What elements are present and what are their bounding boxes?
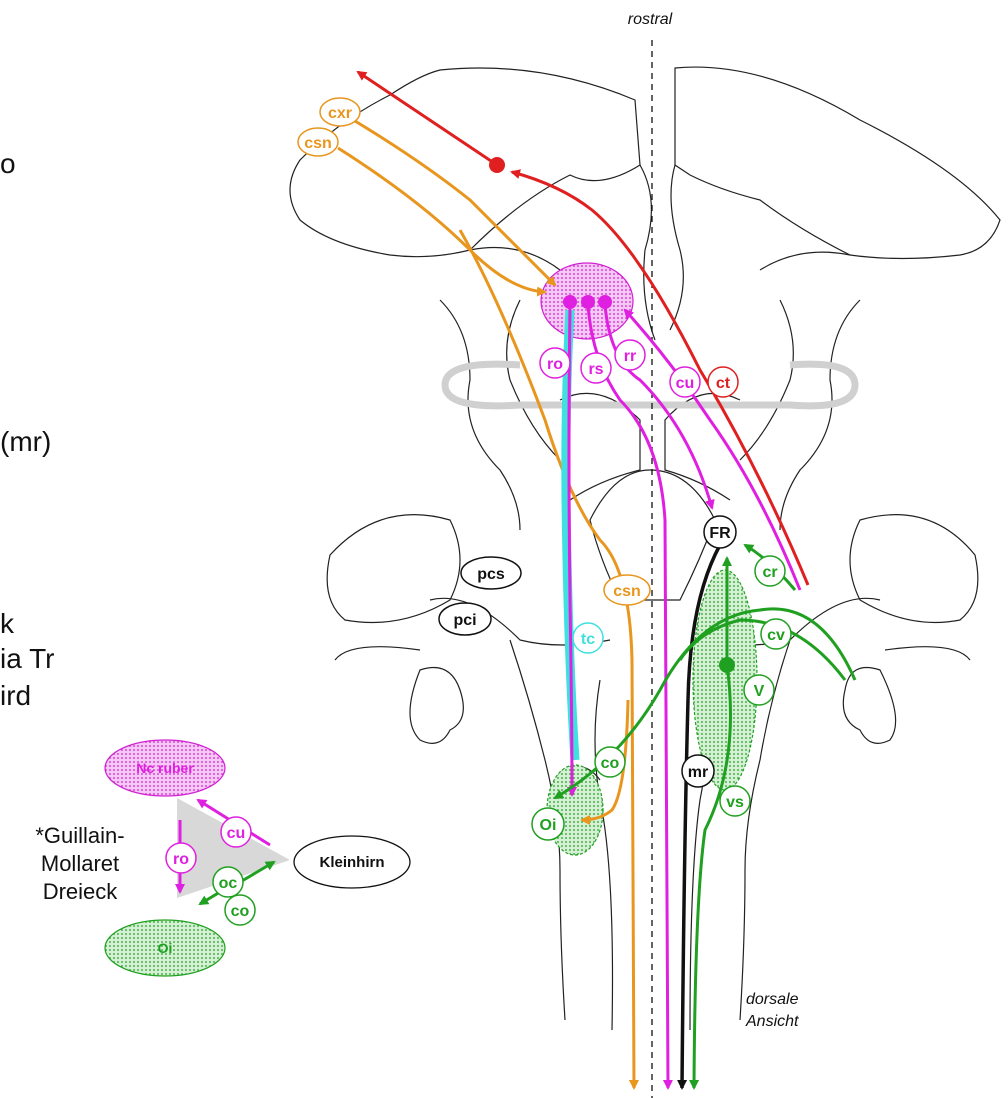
label-pci: pci bbox=[439, 603, 491, 635]
label-csn-top: csn bbox=[298, 128, 338, 156]
label-csn-mid-text: csn bbox=[613, 583, 641, 600]
label-pcs: pcs bbox=[461, 557, 521, 589]
label-cr-text: cr bbox=[762, 564, 777, 581]
inset-oc-label: oc bbox=[219, 875, 238, 892]
label-oi-text: Oi bbox=[540, 817, 557, 834]
orientation-rostral: rostral bbox=[628, 11, 673, 28]
ruber-neuron-1 bbox=[563, 295, 577, 309]
label-v: V bbox=[744, 675, 774, 705]
label-rs: rs bbox=[581, 353, 611, 383]
label-cxr-text: cxr bbox=[328, 105, 352, 122]
label-tc: tc bbox=[573, 623, 603, 653]
inset-kleinhirn-label: Kleinhirn bbox=[319, 854, 384, 871]
label-mr: mr bbox=[682, 755, 714, 787]
label-mr-text: mr bbox=[688, 764, 708, 781]
orientation-dorsale: dorsale bbox=[746, 991, 799, 1008]
label-fr-text: FR bbox=[709, 525, 731, 542]
label-cu: cu bbox=[670, 367, 700, 397]
inset-cu-label: cu bbox=[227, 825, 246, 842]
label-ro-text: ro bbox=[547, 356, 563, 373]
label-oi: Oi bbox=[532, 808, 564, 840]
label-tc-text: tc bbox=[581, 631, 595, 648]
label-pci-text: pci bbox=[453, 612, 476, 629]
label-rr: rr bbox=[615, 340, 645, 370]
brainstem-outline bbox=[290, 67, 1000, 1030]
label-pcs-text: pcs bbox=[477, 566, 505, 583]
inset-oi-label: Oi bbox=[158, 940, 173, 956]
inset-caption-line1: *Guillain- bbox=[35, 823, 124, 848]
label-co-text: co bbox=[601, 755, 620, 772]
label-csn-mid: csn bbox=[604, 575, 650, 605]
label-cv: cv bbox=[761, 619, 791, 649]
label-rr-text: rr bbox=[624, 348, 636, 365]
label-cr: cr bbox=[755, 556, 785, 586]
label-vs: vs bbox=[720, 786, 750, 816]
red-synapse-dot bbox=[489, 157, 505, 173]
guillain-mollaret-inset: Nc ruber Oi Kleinhirn cu ro oc co *Guill… bbox=[35, 740, 410, 976]
label-cxr: cxr bbox=[320, 98, 360, 126]
label-cv-text: cv bbox=[767, 627, 785, 644]
inset-caption-line2: Mollaret bbox=[41, 851, 119, 876]
label-ro: ro bbox=[540, 348, 570, 378]
inset-caption-line3: Dreieck bbox=[43, 879, 119, 904]
label-fr: FR bbox=[704, 516, 736, 548]
cxr-red-pathway bbox=[358, 72, 497, 165]
inset-nc-ruber-label: Nc ruber bbox=[136, 760, 194, 776]
inset-ro-label: ro bbox=[173, 851, 189, 868]
inset-co-label: co bbox=[231, 903, 250, 920]
label-cu-text: cu bbox=[676, 375, 695, 392]
label-co: co bbox=[595, 747, 625, 777]
label-v-text: V bbox=[754, 683, 765, 700]
grey-loop bbox=[445, 364, 855, 406]
label-vs-text: vs bbox=[726, 794, 744, 811]
label-rs-text: rs bbox=[588, 361, 603, 378]
vestibular-synapse-dot bbox=[719, 657, 735, 673]
orientation-ansicht: Ansicht bbox=[745, 1013, 799, 1030]
cxr-orange-pathway bbox=[350, 118, 555, 285]
csn-orange-pathway bbox=[338, 148, 545, 292]
label-ct: ct bbox=[708, 367, 738, 397]
label-csn-top-text: csn bbox=[304, 135, 332, 152]
ruber-neuron-2 bbox=[581, 295, 595, 309]
label-ct-text: ct bbox=[716, 375, 731, 392]
ruber-neuron-3 bbox=[598, 295, 612, 309]
